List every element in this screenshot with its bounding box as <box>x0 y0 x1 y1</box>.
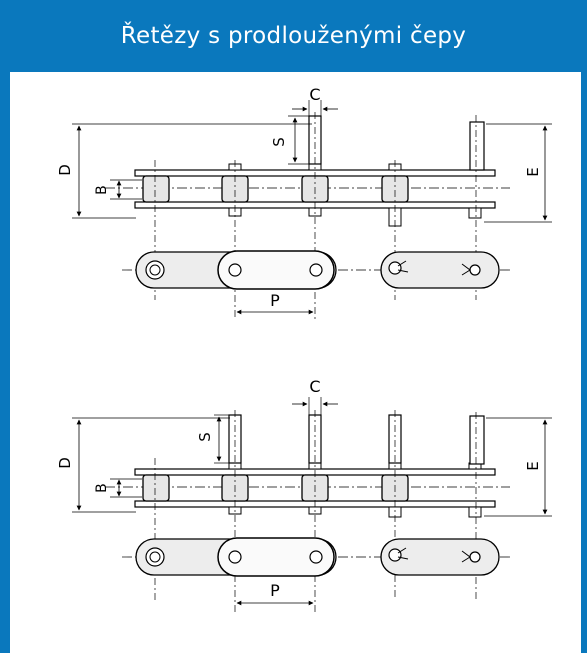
dim-S-top: S <box>270 137 288 147</box>
dim-S-bottom: S <box>196 432 214 442</box>
top-chain-plan-view: P <box>122 250 510 315</box>
dim-E-top: E <box>524 167 542 176</box>
dim-B-bottom: B <box>94 483 110 493</box>
dim-E-bottom: E <box>524 461 542 470</box>
bottom-chain-plan-view: P <box>122 537 510 606</box>
frame-left-border <box>0 72 10 653</box>
page-title: Řetězy s prodlouženými čepy <box>120 23 467 49</box>
top-chain-side-view: D B S C E <box>56 85 552 320</box>
dim-C-top: C <box>309 85 320 104</box>
dim-C-bottom: C <box>309 377 320 396</box>
frame-right-border <box>581 72 587 653</box>
dim-D-bottom: D <box>56 457 74 469</box>
dim-P-top: P <box>270 291 280 310</box>
dim-B-top: B <box>94 185 110 195</box>
header-bar: Řetězy s prodlouženými čepy <box>0 0 587 72</box>
dim-P-bottom: P <box>270 581 280 600</box>
dim-D-top: D <box>56 164 74 176</box>
bottom-chain-side-view: D B S C E <box>56 377 552 615</box>
